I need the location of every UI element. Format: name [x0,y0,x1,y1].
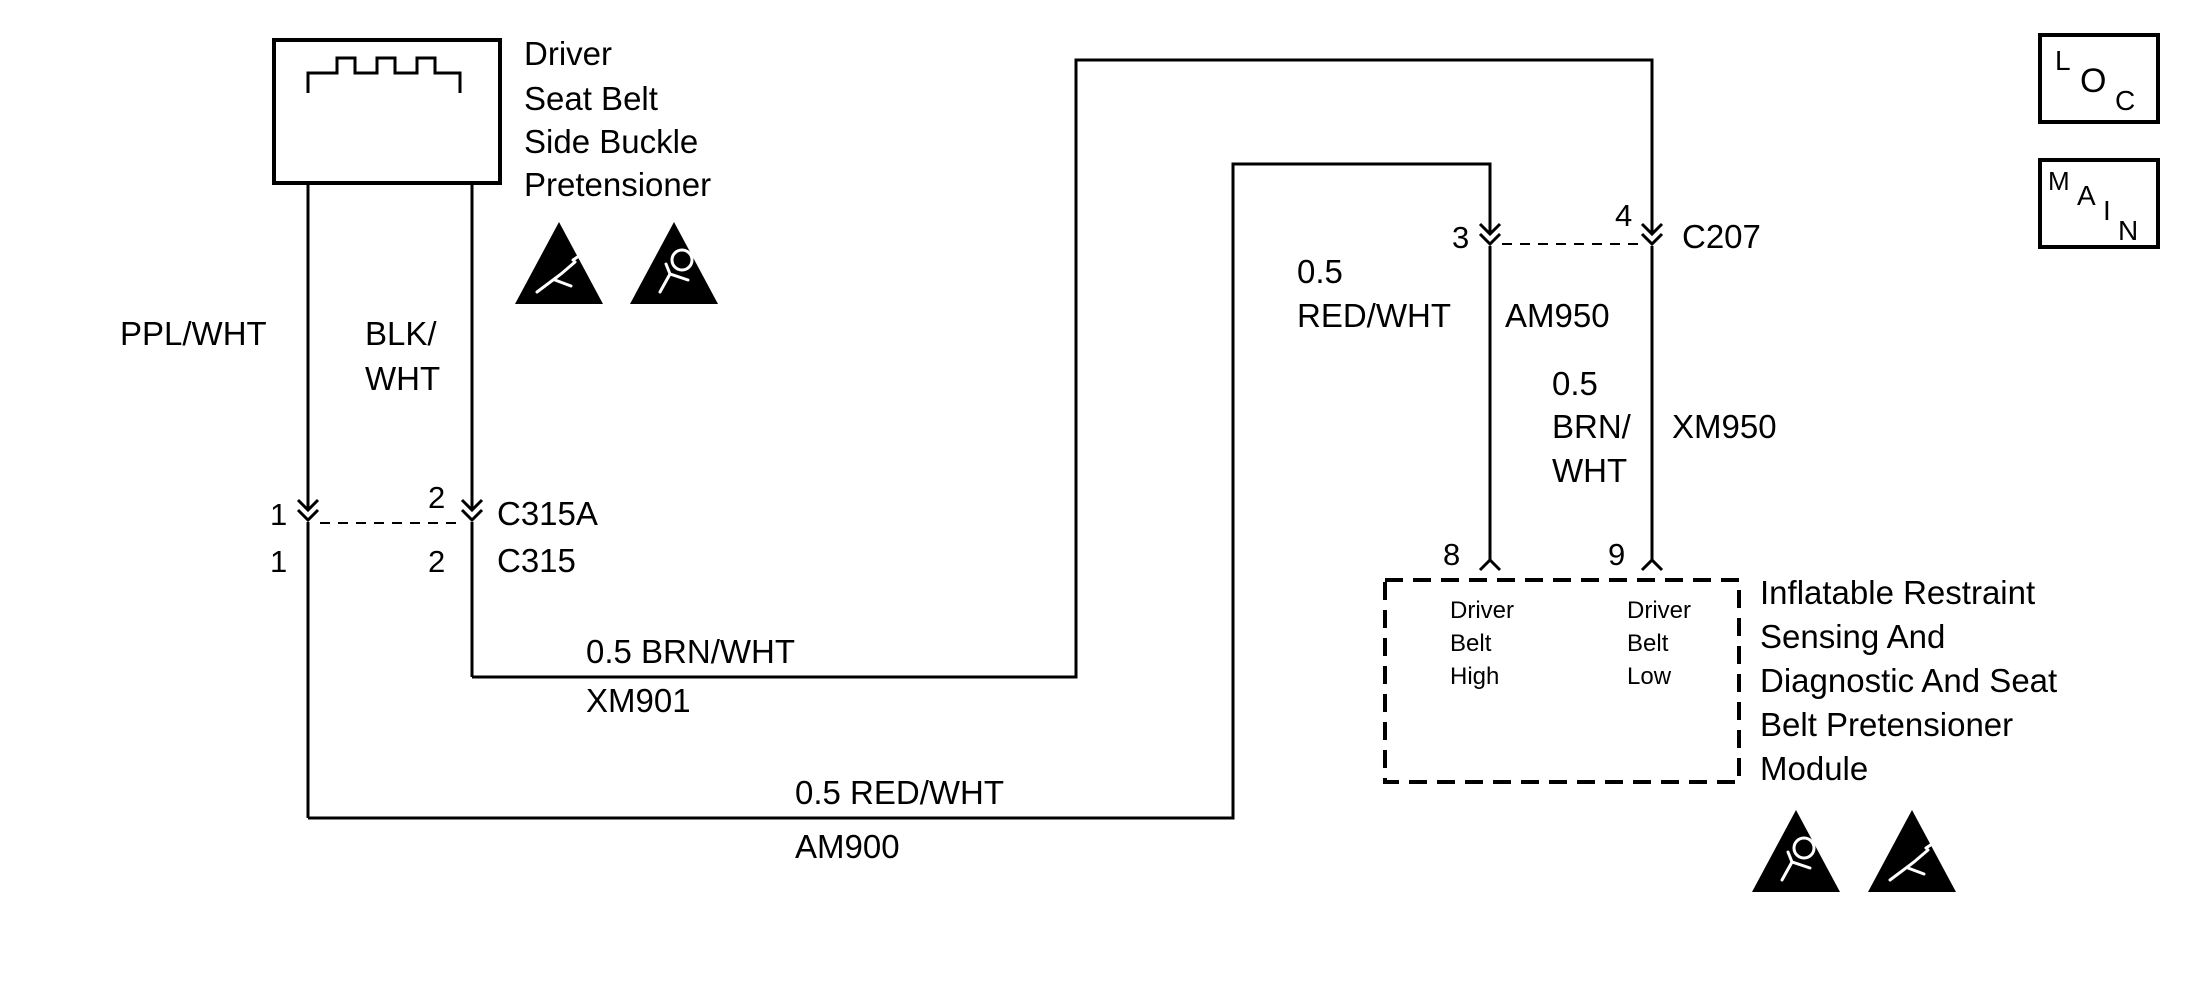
module-title-line5: Module [1760,750,1868,787]
c315a-name: C315A [497,495,598,532]
circuit-color-am950: RED/WHT [1297,297,1451,334]
circuit-id-am900: AM900 [795,828,900,865]
module-title-line3: Diagnostic And Seat [1760,662,2057,699]
c315a-pin-1: 1 [270,497,287,532]
c207-pin-4: 4 [1615,198,1632,233]
module-pin-8-symbol [1478,557,1502,572]
pretensioner-title-line3: Side Buckle [524,123,698,160]
circuit-label-xm901: 0.5 BRN/WHT [586,633,795,670]
module-title-line4: Belt Pretensioner [1760,706,2013,743]
connector-c207-symbols [1478,222,1664,247]
wire-am900-red-wht [308,162,1492,820]
connector-pin-outline [306,56,462,93]
pretensioner-title-line1: Driver [524,35,612,72]
circuit-id-xm950: XM950 [1672,408,1777,445]
main-button[interactable]: M A I N [2038,158,2160,249]
loc-letter-o: O [2080,62,2106,100]
loc-letter-c: C [2115,85,2135,116]
c315-name: C315 [497,542,576,579]
pretensioner-component [272,38,502,185]
module-pin-9-symbol [1640,557,1664,572]
module-pin-9: 9 [1608,537,1625,572]
main-letter-a: A [2077,180,2096,211]
c315-pin-2: 2 [428,544,445,579]
loc-button[interactable]: L O C [2038,33,2160,124]
c315-pin-1: 1 [270,544,287,579]
module-pin9-desc-3: Low [1627,663,1672,690]
c315a-pin-2: 2 [428,480,445,515]
circuit-id-xm901: XM901 [586,682,691,719]
module-pin9-desc-1: Driver [1627,597,1691,624]
module-pin8-desc-3: High [1450,663,1499,690]
main-letter-n: N [2118,215,2138,246]
loc-letter-l: L [2055,45,2071,76]
wire-label-blk-wht-1: BLK/ [365,315,437,352]
circuit-color-xm950-1: BRN/ [1552,408,1632,445]
circuit-label-am900: 0.5 RED/WHT [795,774,1004,811]
module-box [1383,578,1741,784]
module-title-line2: Sensing And [1760,618,1945,655]
module-title-line1: Inflatable Restraint [1760,574,2035,611]
esd-sensitive-icon [515,222,603,304]
module-pin-8: 8 [1443,537,1460,572]
module-pin8-desc-2: Belt [1450,630,1492,657]
airbag-warning-icon [630,222,718,304]
c207-name: C207 [1682,218,1761,255]
c207-pin-3: 3 [1452,220,1469,255]
wire-xm901-brn-wht [472,58,1654,679]
circuit-size-xm950: 0.5 [1552,365,1598,402]
wire-label-blk-wht-2: WHT [365,360,440,397]
connector-c315-symbols [296,498,484,524]
module-pin9-desc-2: Belt [1627,630,1669,657]
wire-label-ppl-wht: PPL/WHT [120,315,267,352]
circuit-id-am950: AM950 [1505,297,1610,334]
pretensioner-title-line2: Seat Belt [524,80,658,117]
circuit-size-am950: 0.5 [1297,253,1343,290]
esd-sensitive-icon [1868,810,1956,892]
pretensioner-title-line4: Pretensioner [524,166,711,203]
main-letter-m: M [2048,166,2070,196]
circuit-color-xm950-2: WHT [1552,452,1627,489]
module-pin8-desc-1: Driver [1450,597,1514,624]
airbag-warning-icon [1752,810,1840,892]
main-letter-i: I [2103,195,2111,226]
pretensioner-connector-box [272,38,502,185]
